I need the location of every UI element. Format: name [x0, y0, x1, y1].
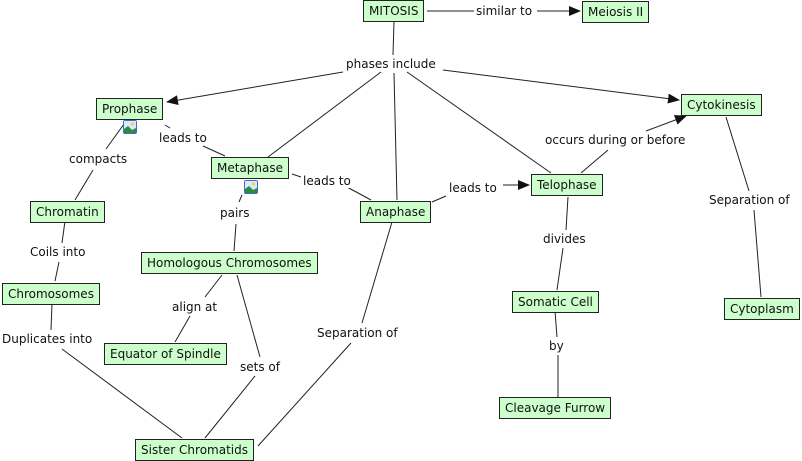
concept-homologous-chromosomes[interactable]: Homologous Chromosomes	[141, 252, 318, 274]
link-coils-into[interactable]: Coils into	[28, 245, 88, 259]
edge-coils-chromosomes	[54, 261, 60, 282]
link-metaphase-leads-to[interactable]: leads to	[301, 174, 353, 188]
edge-homologous-setsof	[236, 274, 261, 358]
link-cytokinesis-separation-of[interactable]: Separation of	[707, 193, 792, 207]
concept-sister-chromatids[interactable]: Sister Chromatids	[135, 439, 254, 461]
edge-phases-cytokinesis	[442, 69, 680, 104]
link-pairs[interactable]: pairs	[218, 206, 252, 220]
edge-anaphase-separation	[361, 221, 393, 324]
link-anaphase-separation-of[interactable]: Separation of	[315, 326, 400, 340]
edge-occurs-cytokinesis	[645, 115, 687, 132]
edge-phases-telophase	[406, 71, 552, 174]
edge-metaphase-leadsto	[291, 173, 302, 178]
concept-prophase[interactable]: Prophase	[96, 98, 164, 120]
edge-compacts-chromatin	[74, 169, 94, 201]
concept-chromatin[interactable]: Chromatin	[30, 201, 105, 223]
concept-anaphase[interactable]: Anaphase	[360, 201, 432, 223]
link-anaphase-leads-to[interactable]: leads to	[447, 181, 499, 195]
edge-setsof-sister	[204, 375, 256, 439]
edge-duplicates-sister	[61, 348, 183, 439]
link-by[interactable]: by	[547, 339, 566, 353]
edge-prophase-compacts	[105, 123, 125, 150]
concept-cytokinesis[interactable]: Cytokinesis	[681, 94, 762, 116]
edge-separation-cytoplasm	[753, 209, 762, 298]
concept-chromosomes[interactable]: Chromosomes	[2, 283, 100, 305]
concept-meiosis-ii[interactable]: Meiosis II	[582, 1, 650, 23]
link-compacts[interactable]: compacts	[67, 152, 130, 166]
edge-cytokinesis-separation	[725, 116, 750, 192]
edge-telophase-occurs	[580, 149, 609, 174]
edge-separation-sister	[257, 342, 352, 447]
edge-phases-metaphase	[267, 71, 382, 158]
edge-somatic-by	[554, 310, 558, 338]
edge-leadsto-metaphase	[202, 145, 226, 157]
edge-mitosis-phases	[392, 20, 395, 56]
image-icon	[124, 121, 136, 133]
edge-pairs-homologous	[233, 223, 237, 252]
edge-homologous-alignat	[204, 274, 223, 298]
concept-equator-of-spindle[interactable]: Equator of Spindle	[104, 343, 227, 365]
edge-metaphase-pairs	[238, 194, 243, 203]
prophase-image-icon[interactable]	[123, 120, 137, 134]
link-sets-of[interactable]: sets of	[238, 360, 282, 374]
link-similar-to[interactable]: similar to	[474, 4, 535, 18]
concept-metaphase[interactable]: Metaphase	[211, 157, 290, 179]
image-icon	[245, 181, 257, 193]
edge-chromatin-coils	[61, 220, 66, 244]
edge-prophase-leadsto	[164, 124, 171, 129]
link-prophase-leads-to[interactable]: leads to	[157, 131, 209, 145]
link-align-at[interactable]: align at	[170, 300, 220, 314]
concept-somatic-cell[interactable]: Somatic Cell	[512, 291, 599, 313]
edge-alignat-equator	[174, 315, 191, 343]
concept-cytoplasm[interactable]: Cytoplasm	[724, 298, 800, 320]
concept-cleavage-furrow[interactable]: Cleavage Furrow	[499, 397, 612, 419]
metaphase-image-icon[interactable]	[244, 180, 258, 194]
link-phases-include[interactable]: phases include	[344, 57, 438, 71]
edge-chromosomes-duplicates	[50, 302, 53, 331]
edge-leadsto-anaphase	[346, 186, 372, 201]
concept-telophase[interactable]: Telophase	[531, 174, 603, 196]
edge-telophase-divides	[565, 196, 569, 231]
link-occurs-during-or-before[interactable]: occurs during or before	[543, 133, 688, 147]
link-duplicates-into[interactable]: Duplicates into	[0, 332, 95, 346]
edge-divides-somatic	[556, 247, 564, 291]
link-divides[interactable]: divides	[541, 232, 588, 246]
edge-phases-prophase	[166, 71, 344, 106]
concept-mitosis[interactable]: MITOSIS	[363, 0, 425, 22]
edge-anaphase-leadsto	[431, 195, 447, 203]
edge-phases-anaphase	[393, 72, 398, 201]
